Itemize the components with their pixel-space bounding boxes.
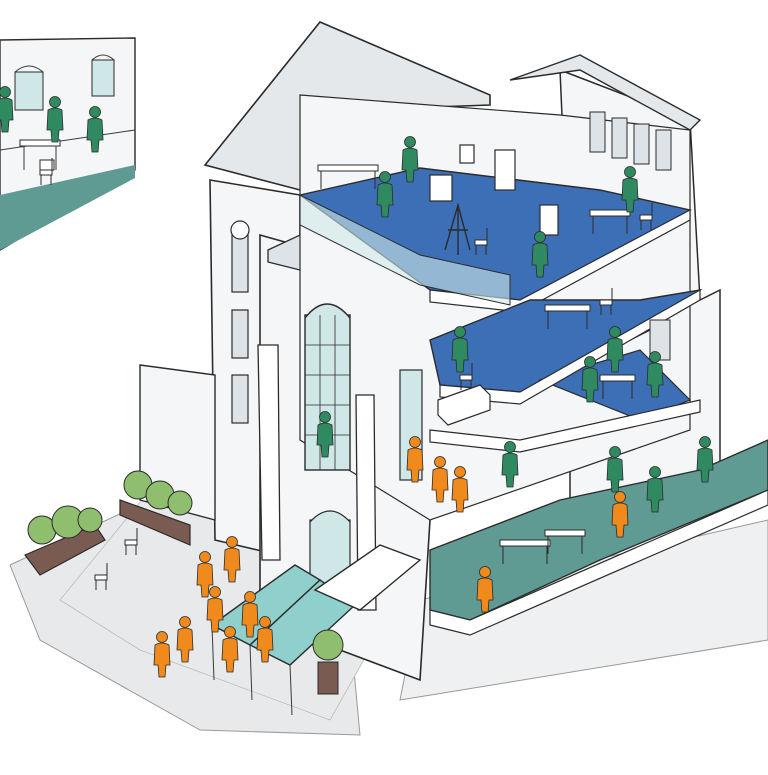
chair-icon [124,528,138,555]
person-green-icon [531,231,549,278]
people-layer [0,86,714,678]
person-orange-icon [221,626,239,673]
person-green-icon [696,436,714,483]
person-green-icon [581,356,599,403]
desk-icon [499,539,551,564]
planter-back [119,470,193,546]
neighbour-windows [14,54,115,111]
person-green-icon [646,351,664,398]
top-floor-edge [429,209,691,313]
planter-entrance [312,629,344,695]
sofa [437,384,491,426]
chair-icon [39,158,53,185]
person-green-icon [401,136,419,183]
person-orange-icon [611,491,629,538]
chair-icon [459,363,473,390]
chair-icon [599,288,613,315]
person-orange-icon [406,436,424,483]
back-wing-window-1 [589,111,606,153]
chair-icon [94,563,108,590]
round-window [230,220,250,240]
desk-icon [544,304,591,329]
easel-icon [444,202,471,255]
back-wing-window-4 [655,129,672,171]
person-green-icon [316,411,334,458]
person-green-icon [606,326,624,373]
desk-icon [544,529,586,554]
person-orange-icon [196,551,214,598]
person-orange-icon [153,631,171,678]
picture-frame-icon [459,144,475,164]
left-window-2 [231,309,249,359]
white-awning [313,544,422,611]
person-green-icon [0,86,14,133]
person-orange-icon [223,536,241,583]
lower-floor-edge [429,399,701,453]
planter-front-left [24,505,106,576]
picture-frame-icon [494,149,516,191]
picture-frame-icon [539,204,559,236]
person-green-icon [376,171,394,218]
person-green-icon [501,441,519,488]
person-green-icon [46,96,64,143]
furniture-layer [39,144,653,590]
shrub-icon [312,629,344,661]
person-orange-icon [451,466,469,513]
person-orange-icon [206,586,224,633]
shrub-icon [77,507,103,533]
chair-icon [639,203,653,230]
person-green-icon [86,106,104,153]
person-green-icon [606,446,624,493]
picture-frame-icon [429,174,453,202]
person-green-icon [451,326,469,373]
ground-floor-edge [429,489,768,636]
floors [298,167,768,636]
person-green-icon [621,166,639,213]
chair-icon [474,228,488,255]
desk-icon [317,164,379,189]
neighbour-building-left [0,37,136,251]
shrub-icon [167,490,193,516]
left-window-3 [231,374,249,424]
desk-icon [599,374,636,399]
planters [24,470,344,695]
glass-balustrade [299,194,511,306]
neighbour-floor [0,165,135,250]
back-wing-roof [509,54,702,131]
entrance-canopy [210,544,422,716]
person-orange-icon [241,591,259,638]
person-orange-icon [476,566,494,613]
back-wing-window-2 [611,117,628,159]
desk-icon [589,209,631,234]
person-green-icon [646,466,664,513]
person-orange-icon [431,456,449,503]
person-orange-icon [176,616,194,663]
neighbour-desk [19,139,61,171]
person-orange-icon [256,616,274,663]
back-wing-window-3 [633,123,650,165]
